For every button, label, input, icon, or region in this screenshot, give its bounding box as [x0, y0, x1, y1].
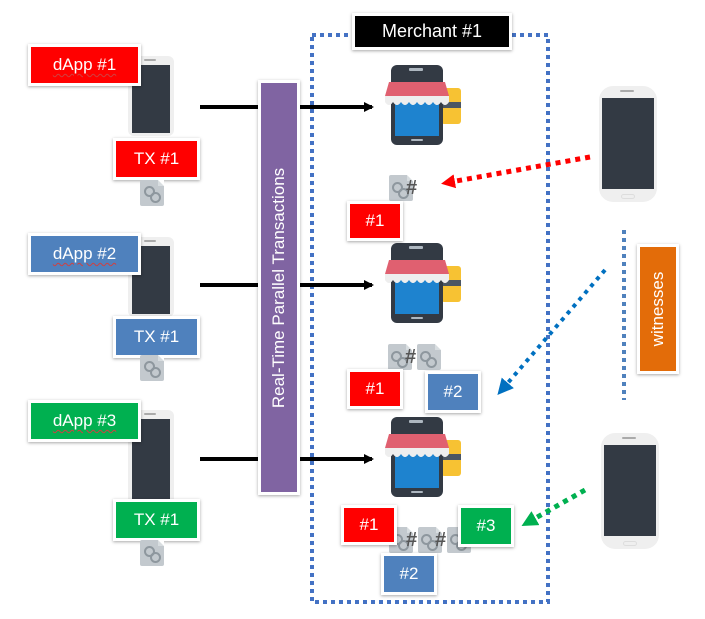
parallel-transactions-label: Real-Time Parallel Transactions: [269, 167, 288, 408]
chain2-block-icon-a: [388, 344, 412, 370]
chain3-hash-icon-2: #: [435, 529, 447, 551]
dapp3-tx-label: TX #1: [113, 499, 200, 541]
dapp1-block-icon: [140, 180, 164, 206]
dapp1-tx-label: TX #1: [113, 138, 200, 180]
witness-arrow-blue: [497, 268, 607, 396]
witnesses-bar: witnesses: [637, 244, 679, 374]
chain3-block-3-label: #3: [458, 505, 514, 547]
chain2-block-1-label: #1: [347, 369, 403, 409]
merchant-store-icon-1: [385, 65, 461, 145]
chain2-block-icon-b: [417, 344, 441, 370]
dapp2-block-icon: [140, 355, 164, 381]
witness-phone-icon-1: [599, 86, 657, 202]
chain1-block-1-label: #1: [347, 201, 403, 241]
dapp2-label: dApp #2: [28, 233, 141, 275]
chain3-hash-icon-1: #: [406, 529, 418, 551]
dapp1-label: dApp #1: [28, 44, 141, 86]
chain1-block-icon: [389, 175, 413, 201]
chain1-hash-icon: #: [406, 177, 418, 199]
witnesses-label: witnesses: [648, 271, 667, 347]
dapp3-label-text: dApp #3: [52, 411, 117, 430]
witness-phone-icon-2: [601, 433, 659, 549]
chain3-block-2-label: #2: [381, 553, 437, 595]
dapp1-label-text: dApp #1: [52, 55, 117, 74]
chain3-block-1-label: #1: [341, 505, 397, 545]
merchant-title: Merchant #1: [352, 13, 512, 50]
dapp3-label: dApp #3: [28, 400, 141, 442]
chain3-block-icon-b: [418, 527, 442, 553]
chain2-block-2-label: #2: [425, 371, 481, 413]
dapp3-block-icon: [140, 540, 164, 566]
dapp2-tx-label: TX #1: [113, 316, 200, 358]
merchant-store-icon-2: [385, 243, 461, 323]
dapp2-label-text: dApp #2: [52, 244, 117, 263]
witness-arrow-red: [441, 154, 591, 189]
witness-arrow-green: [521, 487, 587, 527]
chain2-hash-icon: #: [405, 346, 417, 368]
parallel-transactions-bar: Real-Time Parallel Transactions: [258, 80, 300, 495]
merchant-store-icon-3: [385, 417, 461, 497]
merchant-boundary: [310, 33, 550, 604]
